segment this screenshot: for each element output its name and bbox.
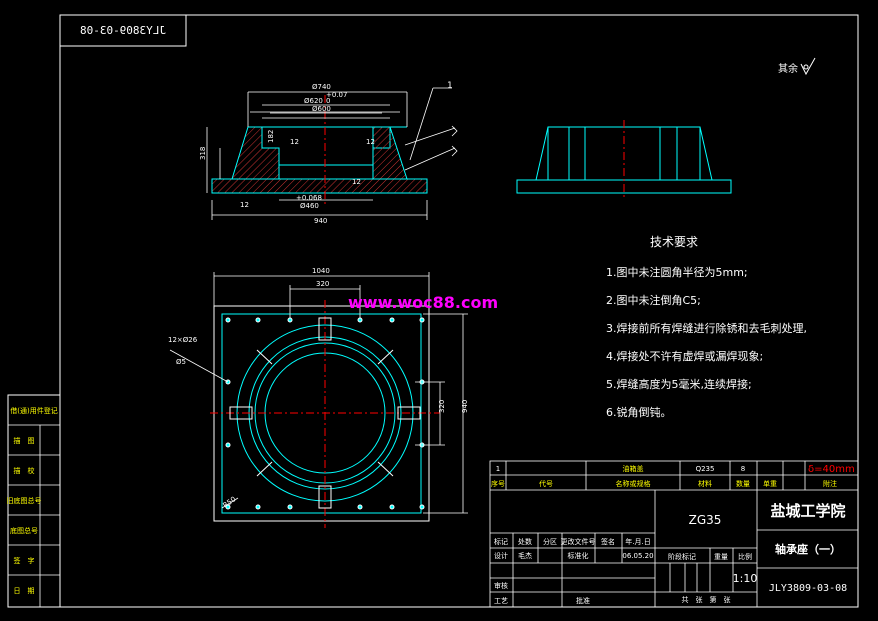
roughness-symbol-icon [800,57,816,76]
hdr-name: 名称或规格 [616,479,651,488]
front-section-view [211,95,428,205]
front-view-dimensions [206,91,428,220]
hdr-code: 代号 [539,479,553,488]
dim-holes: 12×Ø26 [168,336,198,344]
sheets-label: 共 张 第 张 [682,595,731,604]
dim-d460: Ø460 [300,202,319,210]
rough-12b: 12 [366,138,375,146]
sign-hdr-date: 年.月.日 [625,537,650,546]
rev-row-7: 日 期 [14,587,35,595]
title-block: 1 油箱盖 Q235 8 δ=40mm 序号 代号 名称或规格 材料 数量 单重… [489,460,859,608]
parts-qty: 8 [741,465,745,473]
dim-h318: 318 [199,147,207,160]
rough-12a: 12 [290,138,299,146]
hdr-note: 附注 [823,479,837,488]
rev-row-3: 描 校 [14,466,35,475]
tech-item-1: 1.图中未注圆角半径为5mm; [606,265,748,279]
drawing-frame [7,14,859,608]
sign-hdr-count: 处数 [518,537,532,546]
part-label-1: 1 [447,81,453,91]
sign-hdr-doc: 更改文件号 [561,537,596,546]
tech-item-6: 6.锐角倒钝。 [606,405,672,419]
rev-row-1: 借(通)用件登记 [10,406,57,415]
dim-d740: Ø740 [312,83,331,91]
material-main: ZG35 [689,513,722,527]
tech-requirements: 技术要求 1.图中未注圆角半径为5mm; 2.图中未注倒角C5; 3.焊接前所有… [606,235,807,419]
rough-12c: 12 [352,178,361,186]
sign-hdr-sign: 签名 [601,537,615,546]
plan-view [210,300,440,528]
rev-row-2: 描 图 [14,436,35,445]
front-view-dimension-text: Ø740 +0.07 Ø620 0 Ø600 318 182 +0.068 Ø4… [199,83,375,225]
dim-h320-right: 320 [438,400,446,413]
date: 06.05.20 [622,552,653,560]
tech-item-4: 4.焊接处不许有虚焊或漏焊现象; [606,349,763,363]
rough-12d: 12 [240,201,249,209]
roughness-note-text: 其余 [778,62,798,75]
parts-note: δ=40mm [808,464,855,475]
side-view [516,120,732,200]
left-revision-table: 借(通)用件登记 描 图 描 校 旧底图总号 底图总号 签 字 日 期 [7,406,60,607]
dim-tol-upper: +0.07 [326,91,347,99]
stage-label: 阶段标记 [668,552,696,561]
drawing-title: 轴承座（一） [775,542,841,556]
review-label: 审核 [494,581,508,590]
dim-d620: Ø620 [304,97,323,105]
hdr-no: 序号 [491,479,505,488]
watermark: www.woc88.com [348,293,498,312]
tech-item-5: 5.焊缝高度为5毫米,连续焊接; [606,377,752,391]
tech-item-2: 2.图中未注倒角C5; [606,293,701,307]
mirrored-drawing-number-box: JLY3809-03-08 [59,14,187,47]
process-label: 工艺 [494,597,508,605]
scale-label: 比例 [738,552,752,561]
parts-material: Q235 [696,465,715,473]
tech-item-3: 3.焊接前所有焊缝进行除锈和去毛刺处理, [606,321,807,335]
standardize-label: 标准化 [568,551,589,560]
sign-hdr-mark: 标记 [494,537,508,546]
roughness-note: 其余 [778,57,816,76]
rev-row-6: 签 字 [14,556,35,565]
design-label: 设计 [494,551,508,560]
mirrored-drawing-number: JLY3809-03-08 [80,24,166,37]
dim-w320-top: 320 [316,280,329,288]
parts-name: 油箱盖 [623,464,644,473]
dim-h940-right: 940 [461,400,469,413]
hdr-material: 材料 [698,479,712,488]
dim-w940: 940 [314,217,327,225]
front-view-leaders [404,87,458,171]
hdr-qty: 数量 [736,479,750,488]
dim-tol-lower: +0.068 [296,194,322,202]
designer: 毛杰 [518,551,532,560]
dim-w1040: 1040 [312,267,330,275]
tech-requirements-title: 技术要求 [650,235,698,249]
parts-no: 1 [496,465,500,473]
dim-h182: 182 [267,130,275,143]
approve-label: 批准 [576,596,590,605]
dim-d600: Ø600 [312,105,331,113]
rev-row-4: 旧底图总号 [7,496,42,505]
sign-hdr-zone: 分区 [543,537,557,546]
dim-holes-depth: Ø5 [176,358,186,366]
drawing-number: JLY3809-03-08 [769,583,847,594]
weight-label: 重量 [714,553,728,561]
scale-value: 1:10 [733,572,758,585]
dim-tol-0: 0 [326,97,330,105]
hdr-weight: 单重 [763,479,777,488]
school-name: 盐城工学院 [770,502,845,520]
plan-view-dimensions [169,272,468,514]
rev-row-5: 底图总号 [10,526,38,535]
